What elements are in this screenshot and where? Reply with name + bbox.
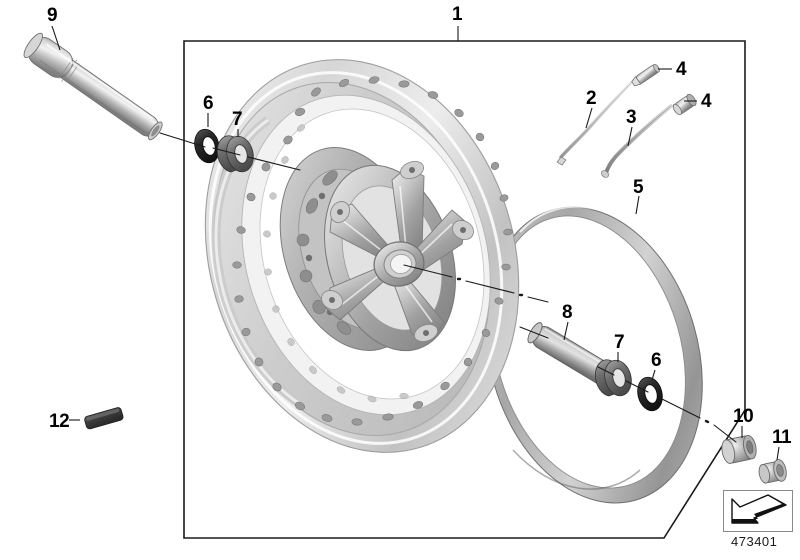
part-4-spoke-nipple-a — [631, 63, 660, 87]
leader-5 — [635, 195, 640, 215]
callout-7b: 7 — [614, 332, 625, 353]
part-6-shaft-seal-right — [637, 376, 663, 412]
part-number-label: 473401 — [731, 534, 778, 549]
leader-3 — [627, 126, 633, 147]
part-9-wheel-axle — [23, 32, 163, 141]
part-11-collar-screw — [758, 459, 787, 484]
direction-arrow-icon — [731, 494, 787, 524]
callout-7a: 7 — [232, 109, 243, 130]
callout-3: 3 — [626, 107, 637, 128]
callout-8: 8 — [562, 302, 573, 323]
leader-9 — [51, 25, 61, 51]
leader-6b — [651, 369, 656, 381]
part-6-shaft-seal-left — [194, 128, 220, 164]
callout-4a: 4 — [676, 59, 687, 80]
callout-12: 12 — [49, 411, 70, 432]
part-2-spoke-long — [556, 76, 638, 166]
callout-10: 10 — [733, 406, 754, 427]
leader-2 — [585, 107, 593, 129]
view-direction-box — [723, 490, 793, 532]
callout-6b: 6 — [651, 350, 662, 371]
rim-spoke-holes-far — [263, 124, 409, 403]
assembly-frame-box — [183, 40, 746, 539]
wheel-hub — [321, 161, 474, 352]
leader-8 — [563, 321, 569, 341]
leader-11 — [776, 446, 780, 461]
part-1-front-wheel-assembly — [204, 59, 520, 453]
part-4-spoke-nipple-b — [672, 93, 697, 116]
part-7-spacer-ring-right — [594, 359, 632, 397]
part-3-spoke-short — [601, 104, 673, 178]
callout-9: 9 — [47, 5, 58, 26]
callout-2: 2 — [586, 88, 597, 109]
callout-6a: 6 — [203, 93, 214, 114]
callout-4b: 4 — [701, 91, 712, 112]
callout-1: 1 — [452, 4, 463, 25]
callout-5: 5 — [633, 177, 644, 198]
part-10-bushing — [721, 434, 757, 464]
rim-spoke-holes — [232, 76, 513, 426]
callout-11: 11 — [772, 427, 792, 448]
part-12-balance-weight — [84, 407, 124, 430]
part-7-spacer-ring-left — [216, 135, 254, 173]
assembly-axis-lines — [159, 132, 737, 443]
leader-lines — [51, 25, 780, 461]
